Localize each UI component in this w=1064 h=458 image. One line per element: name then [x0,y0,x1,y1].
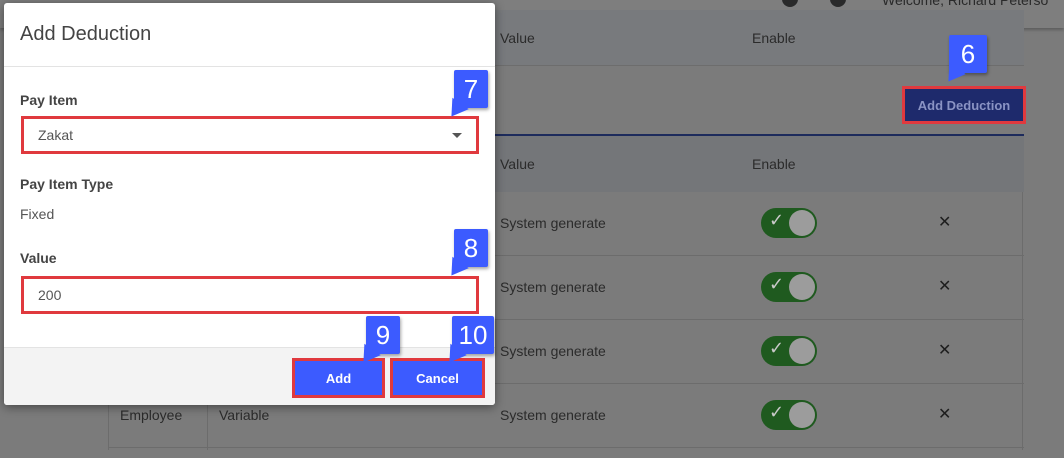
divider [108,134,1024,136]
enable-toggle[interactable]: ✓ [761,272,817,302]
delete-icon[interactable]: ✕ [938,214,952,231]
table-row [108,384,1024,448]
value-input[interactable] [38,287,476,303]
step-callout-7: 7 [443,70,488,123]
step-callout-6: 6 [940,35,987,88]
pay-item-label: Pay Item [20,92,78,108]
column-header-enable: Enable [752,156,796,172]
value-label: Value [20,250,57,266]
table-border [1022,192,1023,450]
dropdown-arrow-icon [452,133,462,138]
table-border [207,384,208,450]
bell-icon[interactable] [830,0,846,7]
row-value: System generate [500,215,606,231]
enable-toggle[interactable]: ✓ [761,208,817,238]
dialog-title: Add Deduction [20,23,152,45]
dialog-header: Add Deduction [4,3,495,67]
row-value: System generate [500,407,606,423]
table-row [108,256,1024,320]
add-button[interactable]: Add [292,358,385,398]
step-callout-9: 9 [355,316,400,369]
pay-item-type-value: Fixed [20,206,55,222]
pay-item-type-label: Pay Item Type [20,176,114,192]
pay-item-select[interactable]: Zakat [21,116,479,154]
add-deduction-dialog: Add Deduction Pay Item Zakat Pay Item Ty… [4,3,495,405]
table-row [108,320,1024,384]
check-icon: ✓ [769,274,785,294]
welcome-text: Welcome, Richard Peterso [882,0,1049,8]
table-row [108,192,1024,256]
dialog-footer: Add Cancel [4,347,495,405]
check-icon: ✓ [769,210,785,230]
column-header-value: Value [500,156,535,172]
row-employee: Employee [120,407,183,423]
check-icon: ✓ [769,338,785,358]
step-callout-8: 8 [443,229,488,282]
delete-icon[interactable]: ✕ [938,278,952,295]
info-icon[interactable] [782,0,798,7]
header-enable: Enable [752,30,796,46]
row-value: System generate [500,279,606,295]
header-value: Value [500,30,535,46]
pay-item-selected: Zakat [38,127,74,143]
row-type: Variable [219,407,270,423]
row-value: System generate [500,343,606,359]
enable-toggle[interactable]: ✓ [761,336,817,366]
step-callout-10: 10 [441,316,494,369]
value-field[interactable] [21,276,479,314]
delete-icon[interactable]: ✕ [938,406,952,423]
check-icon: ✓ [769,402,785,422]
cancel-button[interactable]: Cancel [390,358,485,398]
add-deduction-button[interactable]: Add Deduction [902,86,1026,124]
delete-icon[interactable]: ✕ [938,342,952,359]
enable-toggle[interactable]: ✓ [761,400,817,430]
